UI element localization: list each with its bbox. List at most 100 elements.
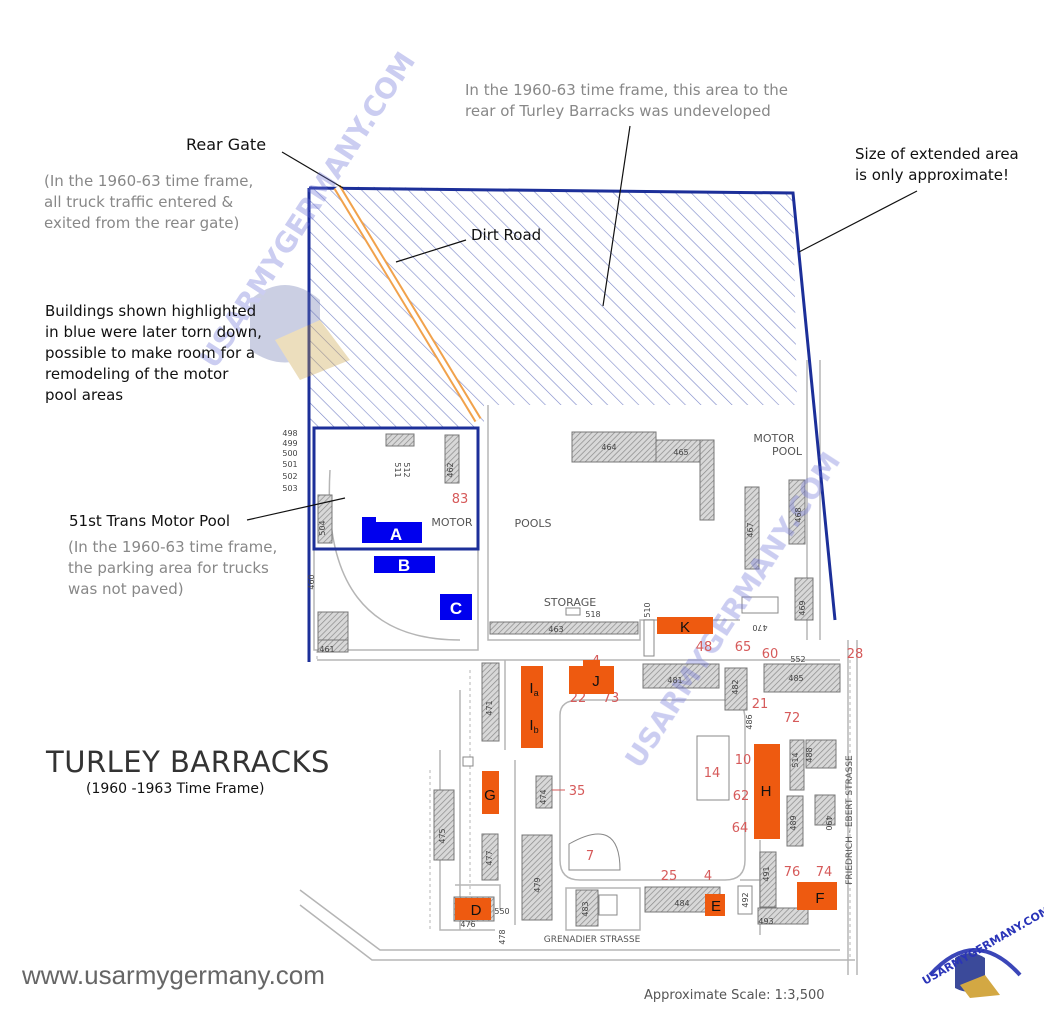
scale-label: Approximate Scale: 1:3,500 [644,988,825,1003]
orange-building-label: J [592,673,600,690]
building-number: 485 [788,674,803,683]
building-number: 502 [282,472,297,481]
orange-building-label: K [680,619,690,636]
red-number: 83 [452,492,469,507]
building-number: 468 [794,507,803,522]
building-number: 469 [798,600,807,615]
red-number: 64 [732,821,749,836]
building-number: 498 [282,429,297,438]
building-number: 503 [282,484,297,493]
motor-pool-note: (In the 1960-63 time frame, the parking … [68,538,278,598]
building-number: 511 [393,462,402,477]
area-label: STORAGE [544,596,596,609]
rear-area-note: In the 1960-63 time frame, this area to … [465,81,788,120]
building-number: 491 [762,866,771,881]
orange-building-f [797,882,837,910]
building-number: 483 [581,901,590,916]
blue-building-c [440,594,472,620]
map-subtitle: (1960 -1963 Time Frame) [86,781,265,797]
building-number: 486 [745,714,754,729]
watermark: USARMYGERMANY.COM USARMYGERMANY.COM [193,46,847,774]
area-label: MOTOR [753,432,795,445]
orange-building-h [754,744,780,839]
building-number: 552 [790,655,805,664]
street-label: FRIEDRICH - EBERT STRASSE [845,755,855,885]
building-number: 484 [674,899,689,908]
orange-building-j [569,666,614,694]
website-url[interactable]: www.usarmygermany.com [22,960,325,990]
blue-building-label: C [450,599,462,618]
red-number: 65 [735,640,752,655]
red-number: 7 [586,849,594,864]
area-label: POOLS [514,517,551,530]
building-number: 460 [307,574,316,589]
building-number: 481 [667,676,682,685]
orange-building-label: F [815,890,824,907]
blue-building-label: A [390,525,402,544]
building-number: 512 [402,462,411,477]
undeveloped-area [309,186,797,428]
red-number: 14 [704,766,721,781]
building-number: 518 [585,610,600,619]
building-number: 470 [752,623,767,632]
orange-building-label: E [711,898,721,915]
red-number: 22 [570,691,587,706]
red-number: 10 [735,753,752,768]
building-number: 510 [643,602,652,617]
area-label: MOTOR [431,516,473,529]
street-labels: GRENADIER STRASSE FRIEDRICH - EBERT STRAS… [544,755,855,945]
map-title: TURLEY BARRACKS [46,745,330,779]
building-number: 504 [318,520,327,535]
building-number: 488 [805,747,814,762]
blue-highlights: ABC [362,517,472,620]
buildings [317,431,841,927]
red-number: 25 [661,869,678,884]
street-label: GRENADIER STRASSE [544,935,641,945]
red-number: 74 [816,865,833,880]
area-boundaries [307,186,837,662]
red-number: 28 [847,647,864,662]
red-number: 72 [784,711,801,726]
blue-building-a [362,522,422,543]
building-number: 476 [460,920,475,929]
building-number: 492 [741,892,750,907]
building-number: 550 [494,907,509,916]
blue-building-a-wing [362,517,376,525]
orange-building-e [705,894,725,916]
size-note: Size of extended area is only approximat… [855,145,1019,184]
building-number: 514 [791,752,800,767]
red-number: 4 [704,869,712,884]
red-number: 48 [696,640,713,655]
building-number: 490 [824,815,833,830]
building-number: 463 [548,625,563,634]
orange-building-label: H [761,783,772,800]
building-number: 471 [485,700,494,715]
building-number: 477 [485,850,494,865]
orange-building-d [455,898,491,920]
building-number: 482 [731,679,740,694]
dirt-road-label: Dirt Road [471,226,542,244]
red-numbers: 8348656028422732172103514626472547674 [452,492,864,884]
building-number: 461 [319,645,334,654]
orange-building-label: Ia [529,680,538,698]
leader-lines [246,125,918,521]
building-number: 493 [758,917,773,926]
red-number: 35 [569,784,586,799]
orange-building-j [583,660,600,666]
red-number: 62 [733,789,750,804]
building-number: 489 [789,815,798,830]
blue-buildings-note: Buildings shown highlighted in blue were… [45,302,262,404]
building-number: 479 [533,877,542,892]
building-number: 474 [539,789,548,804]
dashed-fences [316,650,851,960]
rear-gate-label: Rear Gate [186,135,267,154]
rear-gate-note: (In the 1960-63 time frame, all truck tr… [44,172,254,232]
red-number: 76 [784,865,801,880]
motor-pool-label: 51st Trans Motor Pool [69,512,231,530]
orange-building-k [657,617,713,634]
orange-building-g [482,771,499,814]
